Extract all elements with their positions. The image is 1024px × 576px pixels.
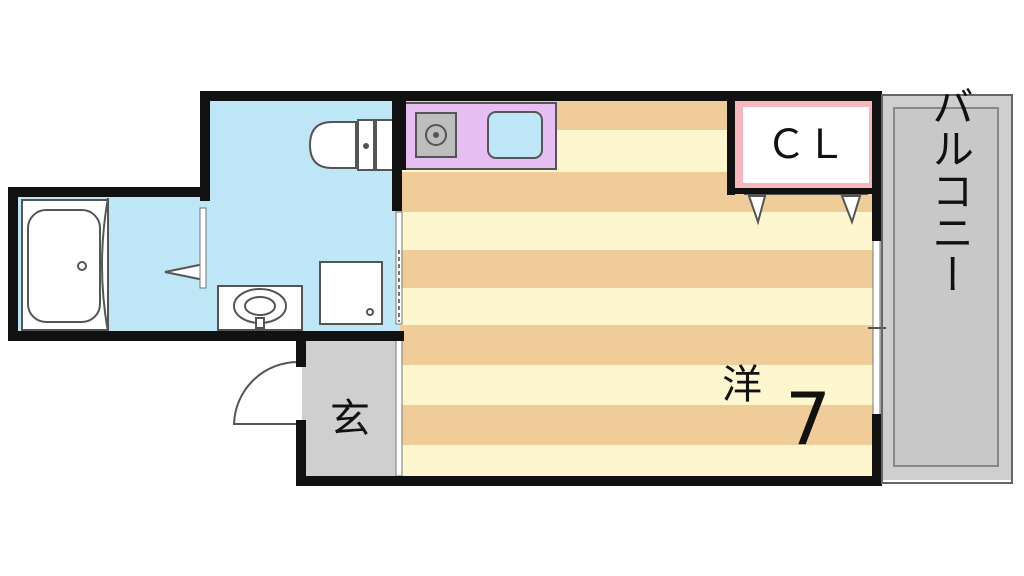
closet-door-right (840, 195, 862, 226)
entrance-label: 玄 (330, 396, 370, 442)
burner-icon (425, 124, 447, 146)
entrance-area (302, 338, 398, 480)
washbasin-icon (217, 285, 303, 331)
washing-machine-pan (319, 261, 383, 325)
closet-door-left (747, 195, 767, 226)
tub-edge (101, 197, 109, 333)
toilet-icon (308, 119, 395, 171)
closet-label-box (743, 107, 869, 183)
kitchen-sink (487, 111, 543, 159)
room-size-label: 7 (785, 377, 831, 461)
bathtub-icon (21, 199, 109, 331)
balcony-label: バルコニー (926, 85, 975, 295)
entrance-room-door (395, 339, 403, 477)
closet-label: ＣＬ (766, 122, 846, 168)
bathroom-door-frame (199, 207, 207, 289)
balcony-inner (893, 107, 999, 467)
walls (8, 91, 882, 486)
western-room-label: 洋 (722, 362, 762, 408)
front-door-swing (232, 361, 299, 425)
burner-center-icon (433, 132, 439, 138)
balcony-outline (881, 94, 1013, 484)
